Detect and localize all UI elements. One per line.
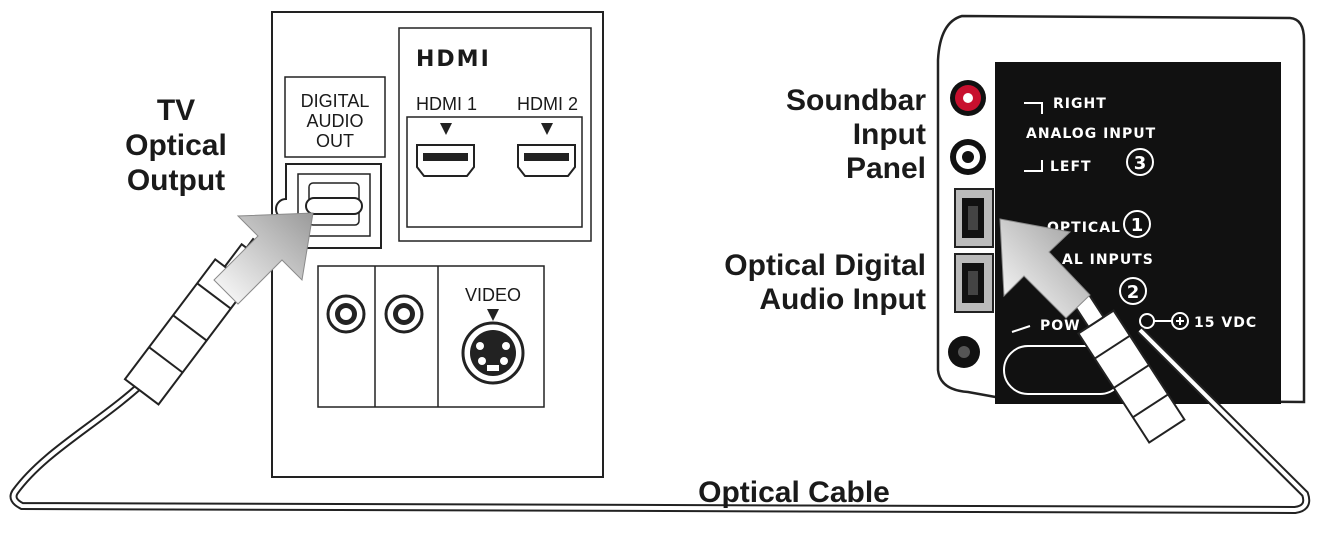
- hdmi-1-label: HDMI 1: [416, 94, 477, 114]
- optical-input-1-port[interactable]: [954, 188, 994, 248]
- analog-right-jack[interactable]: [950, 80, 986, 116]
- tv-output-label-line3: Output: [127, 164, 225, 197]
- digital-number-circle: [1119, 277, 1147, 305]
- digital-audio-out-line1: DIGITAL: [301, 91, 370, 111]
- tv-insert-arrow-icon: [213, 212, 314, 305]
- soundbar-panel-label-line1: Soundbar: [786, 84, 926, 117]
- optical-cable-label: Optical Cable: [698, 476, 890, 509]
- soundbar-panel-label-line3: Panel: [846, 152, 926, 185]
- analog-number-circle: [1126, 148, 1154, 176]
- digital-inputs-label: AL INPUTS: [1062, 252, 1154, 268]
- tv-output-label-line2: Optical: [125, 129, 227, 162]
- power-label: POW: [1040, 318, 1081, 334]
- optical-input-2-port[interactable]: [954, 253, 994, 313]
- soundbar-panel-label-line2: Input: [853, 118, 926, 151]
- optical-cable: [9, 237, 1311, 515]
- optical-number: 1: [1131, 215, 1144, 236]
- hdmi-1-port[interactable]: [416, 144, 475, 177]
- hdmi-logo: HDMI: [416, 47, 491, 72]
- rca-jack-right[interactable]: [384, 294, 424, 334]
- digital-audio-out-line2: AUDIO: [306, 111, 363, 131]
- analog-left-jack[interactable]: [950, 139, 986, 175]
- digital-audio-out-box: [284, 76, 386, 158]
- right-label: RIGHT: [1053, 96, 1107, 112]
- vdc-label: 15 VDC: [1194, 315, 1257, 331]
- tv-back-panel: HDMI HDMI 1 HDMI 2 DIGITAL AUDIO OUT: [271, 11, 604, 478]
- hdmi-2-arrow-icon: [541, 123, 553, 135]
- rca-jack-left[interactable]: [326, 294, 366, 334]
- hdmi-1-arrow-icon: [440, 123, 452, 135]
- video-arrow-icon: [487, 309, 499, 321]
- right-optical-plug: [1070, 286, 1186, 444]
- analog-input-label: ANALOG INPUT: [1026, 126, 1156, 142]
- video-label: VIDEO: [465, 285, 521, 305]
- polarity-icon: [1139, 312, 1189, 330]
- power-jack[interactable]: [948, 336, 980, 368]
- optical-number-circle: [1123, 210, 1151, 238]
- left-label: LEFT: [1050, 159, 1092, 175]
- soundbar-insert-arrow-icon: [999, 218, 1091, 319]
- digital-audio-out-line3: OUT: [316, 131, 354, 151]
- tv-output-label-line1: TV: [157, 94, 195, 127]
- s-video-port[interactable]: [461, 321, 525, 385]
- analog-number: 3: [1134, 153, 1147, 174]
- hdmi-2-port[interactable]: [517, 144, 576, 177]
- hdmi-2-label: HDMI 2: [517, 94, 578, 114]
- digital-number: 2: [1127, 282, 1140, 303]
- optical-input-label-line1: Optical Digital: [724, 249, 926, 282]
- optical-input-label-line2: Audio Input: [759, 283, 926, 316]
